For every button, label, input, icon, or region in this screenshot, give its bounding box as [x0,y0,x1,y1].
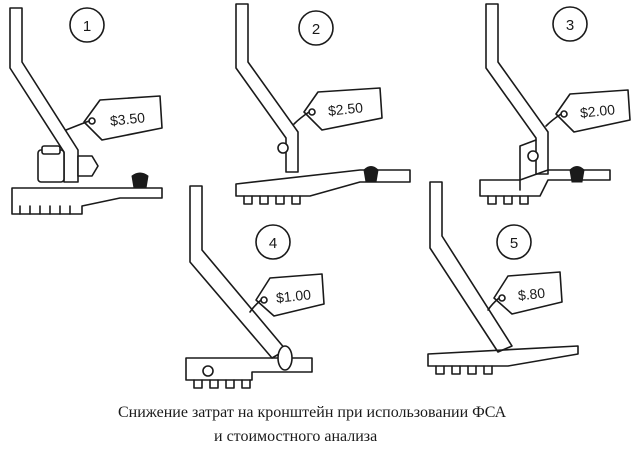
bracket-1-bolt-nut [77,155,99,177]
bracket-4-arm [189,185,287,359]
bracket-3-base [479,169,611,197]
bracket-2-rivet [363,166,379,183]
bracket-4-base [185,357,313,381]
bracket-1-rivet [131,172,149,189]
caption-line-1: Снижение затрат на кронштейн при использ… [118,404,507,421]
bracket-1-price-tag [83,95,163,141]
bracket-1-number-circle [69,7,105,43]
bracket-1-teeth [19,205,71,215]
bracket-5-base [427,345,579,367]
bracket-3-number: 3 [566,17,574,34]
bracket-1: 1 $3.50 [9,7,163,215]
bracket-3-price: $2.00 [579,101,616,121]
bracket-4-pivot [202,365,214,377]
bracket-3: 3 $2.00 [479,3,631,205]
bracket-3-tag-string [545,113,562,127]
bracket-5-teeth [435,365,493,375]
bracket-5: 5 $.80 [427,181,579,375]
bracket-5-arm [429,181,513,353]
bracket-1-tag-hole [88,117,96,125]
bracket-2-tag-hole [308,108,316,116]
bracket-3-tag-hole [560,110,568,118]
bracket-2-teeth [243,195,301,205]
bracket-3-number-circle [552,6,588,42]
bracket-1-price: $3.50 [109,109,146,129]
bracket-2-pivot [277,142,289,154]
bracket-3-rivet [569,166,585,183]
bracket-3-price-tag [555,89,631,133]
bracket-2-tag-string [293,111,310,125]
bracket-1-tag-string [65,120,90,131]
bracket-2-number-circle [298,10,334,46]
bracket-1-bolt-cap [41,145,61,155]
bracket-4: 4 $1.00 [185,185,325,389]
bracket-4-tag-string [249,299,262,313]
bracket-4-clip [277,345,293,371]
bracket-3-teeth [487,195,529,205]
bracket-3-pivot [527,150,539,162]
bracket-2-base [235,169,411,197]
bracket-4-teeth [193,379,251,389]
bracket-4-number-circle [255,224,291,260]
bracket-2-price: $2.50 [327,99,364,119]
bracket-5-tag-hole [498,294,506,302]
bracket-5-price-tag [493,271,563,315]
bracket-2: 2 $2.50 [235,3,411,205]
bracket-1-number: 1 [83,18,91,35]
bracket-2-arm [235,3,299,173]
bracket-5-tag-string [487,297,500,311]
bracket-4-number: 4 [269,235,277,252]
bracket-4-price: $1.00 [275,286,312,306]
bracket-3-lip [519,139,537,191]
bracket-2-price-tag [303,87,383,131]
bracket-3-arm [485,3,549,175]
bracket-4-tag-hole [260,296,268,304]
caption-line-2: и стоимостного анализа [214,428,378,445]
bracket-4-price-tag [255,273,325,317]
bracket-1-arm [9,7,79,183]
bracket-2-number: 2 [312,21,320,38]
bracket-1-base [11,187,163,215]
bracket-5-price: $.80 [517,285,546,304]
bracket-5-number-circle [496,224,532,260]
bracket-5-number: 5 [510,235,518,252]
